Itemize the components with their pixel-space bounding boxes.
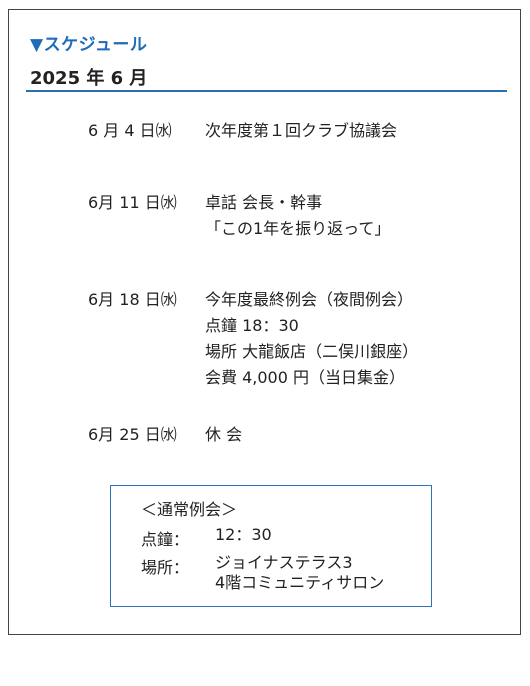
meeting-time-label: 点鐘： — [141, 530, 190, 549]
entry-details: 今年度最終例会（夜間例会） 点鐘 18：30 場所 大龍飯店（二俣川銀座） 会費… — [205, 287, 418, 391]
entry-date: 6 月 4 日㈬ — [88, 121, 172, 140]
entry-line: 卓話 会長・幹事 — [205, 193, 323, 212]
entry-line: 点鐘 18：30 — [205, 316, 299, 335]
entry-date: 6月 11 日㈬ — [88, 193, 177, 212]
entry-line: 今年度最終例会（夜間例会） — [205, 290, 414, 309]
entry-line: 会費 4,000 円（当日集金） — [205, 368, 405, 387]
entry-details: 次年度第１回クラブ協議会 — [205, 118, 397, 144]
schedule-frame — [8, 9, 521, 635]
heading-divider — [26, 90, 507, 92]
entry-line: 休 会 — [205, 425, 243, 444]
regular-meeting-box: ＜通常例会＞ 点鐘： 12：30 場所： ジョイナステラス3 4階コミュニティサ… — [110, 485, 432, 607]
meeting-place-label: 場所： — [141, 558, 190, 577]
entry-details: 卓話 会長・幹事 「この1年を振り返って」 — [205, 190, 390, 242]
entry-date: 6月 25 日㈬ — [88, 425, 177, 444]
entry-date: 6月 18 日㈬ — [88, 290, 177, 309]
meeting-time-value: 12：30 — [215, 525, 272, 544]
entry-details: 休 会 — [205, 422, 242, 448]
entry-line: 「この1年を振り返って」 — [205, 219, 391, 238]
section-title: ▼スケジュール — [30, 35, 148, 55]
regular-meeting-title: ＜通常例会＞ — [141, 500, 238, 519]
entry-line: 次年度第１回クラブ協議会 — [205, 121, 398, 140]
entry-line: 場所 大龍飯店（二俣川銀座） — [205, 342, 419, 361]
meeting-place-line2: 4階コミュニティサロン — [215, 573, 385, 592]
month-heading: 2025 年 6 月 — [30, 68, 148, 89]
meeting-place-line1: ジョイナステラス3 — [215, 553, 353, 572]
